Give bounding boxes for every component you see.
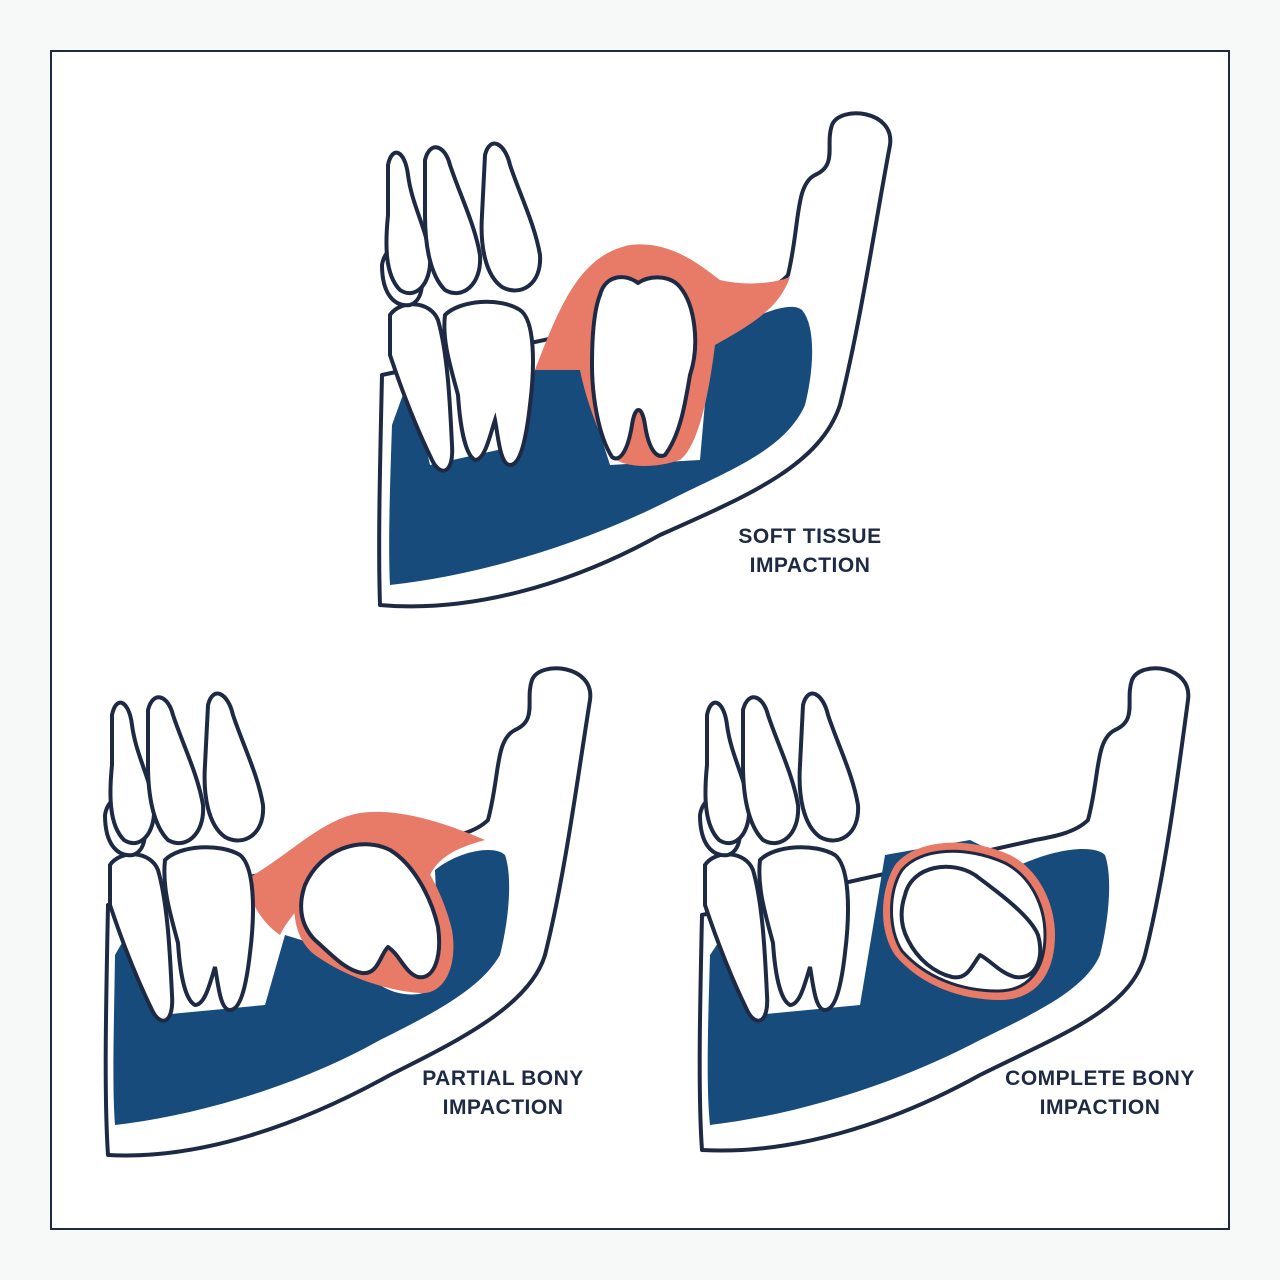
label-line-1: SOFT TISSUE [715, 522, 905, 551]
upper-tooth-3 [425, 147, 480, 293]
partial-bony-impaction-label: PARTIAL BONY IMPACTION [398, 1064, 608, 1122]
upper-tooth-4 [800, 694, 859, 841]
complete-bony-impaction-label: COMPLETE BONY IMPACTION [975, 1064, 1225, 1122]
upper-tooth-3 [743, 697, 798, 843]
soft-tissue-impaction-label: SOFT TISSUE IMPACTION [715, 522, 905, 580]
label-line-1: PARTIAL BONY [398, 1064, 608, 1093]
upper-tooth-4 [482, 144, 541, 291]
upper-tooth-3 [148, 697, 203, 843]
label-line-1: COMPLETE BONY [975, 1064, 1225, 1093]
label-line-2: IMPACTION [398, 1093, 608, 1122]
upper-tooth-4 [205, 694, 264, 841]
label-line-2: IMPACTION [975, 1093, 1225, 1122]
label-line-2: IMPACTION [715, 551, 905, 580]
